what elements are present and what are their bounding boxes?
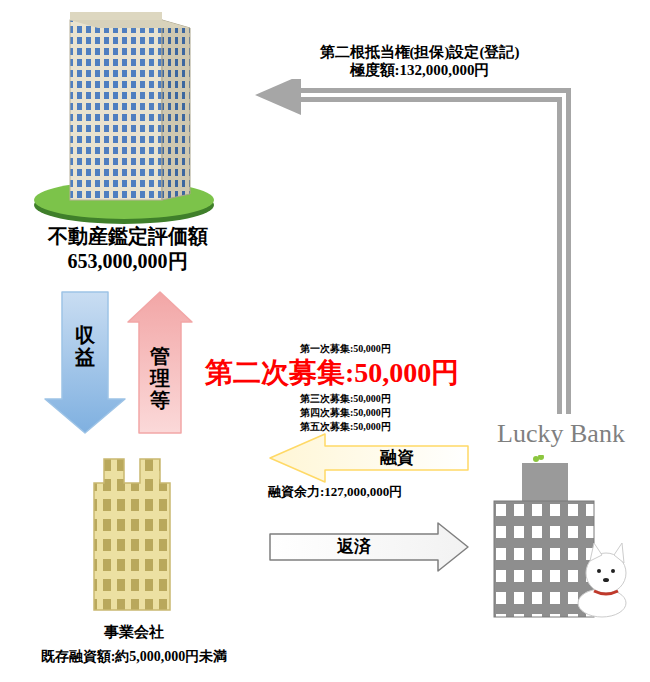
node-box: Lucky Bank (474, 418, 648, 620)
campaign-round: 第三次募集:50,000円 (300, 393, 391, 405)
repayment-arrow-label: 返済 (337, 537, 371, 557)
existing-loan-amount: 既存融資額:約5,000,000円未満 (2, 648, 266, 666)
appraisal-value: 653,000,000円 (12, 249, 243, 274)
bank-name: Lucky Bank (474, 418, 648, 455)
node-box: 不動産鑑定評価額653,000,000円 (12, 2, 243, 274)
income-arrow (45, 292, 125, 433)
loan-capacity: 融資余力:127,000,000円 (268, 484, 402, 500)
company-building-illustration (2, 455, 260, 615)
loan-arrow-label: 融資 (380, 448, 414, 468)
mortgage-arrow (255, 75, 564, 414)
appraisal-heading: 不動産鑑定評価額 (12, 224, 243, 249)
campaign-round: 第四次募集:50,000円 (300, 407, 391, 419)
bank-building-illustration (474, 455, 642, 620)
income-arrow-label: 収益 (75, 324, 95, 368)
campaign-round: 第五次募集:50,000円 (300, 421, 391, 433)
campaign-round: 第一次募集:50,000円 (300, 343, 391, 355)
repayment-arrow (270, 523, 468, 571)
management-arrow (128, 292, 192, 433)
campaign-round-current: 第二次募集:50,000円 (205, 356, 459, 390)
tower-illustration (12, 2, 237, 224)
loan-arrow (270, 434, 468, 482)
company-name: 事業会社 (2, 615, 266, 648)
mortgage-label: 第二根抵当権(担保)設定(登記) 極度額:132,000,000円 (267, 43, 573, 79)
management-arrow-label: 管理等 (150, 345, 170, 411)
node-box: 事業会社既存融資額:約5,000,000円未満 (2, 455, 266, 665)
